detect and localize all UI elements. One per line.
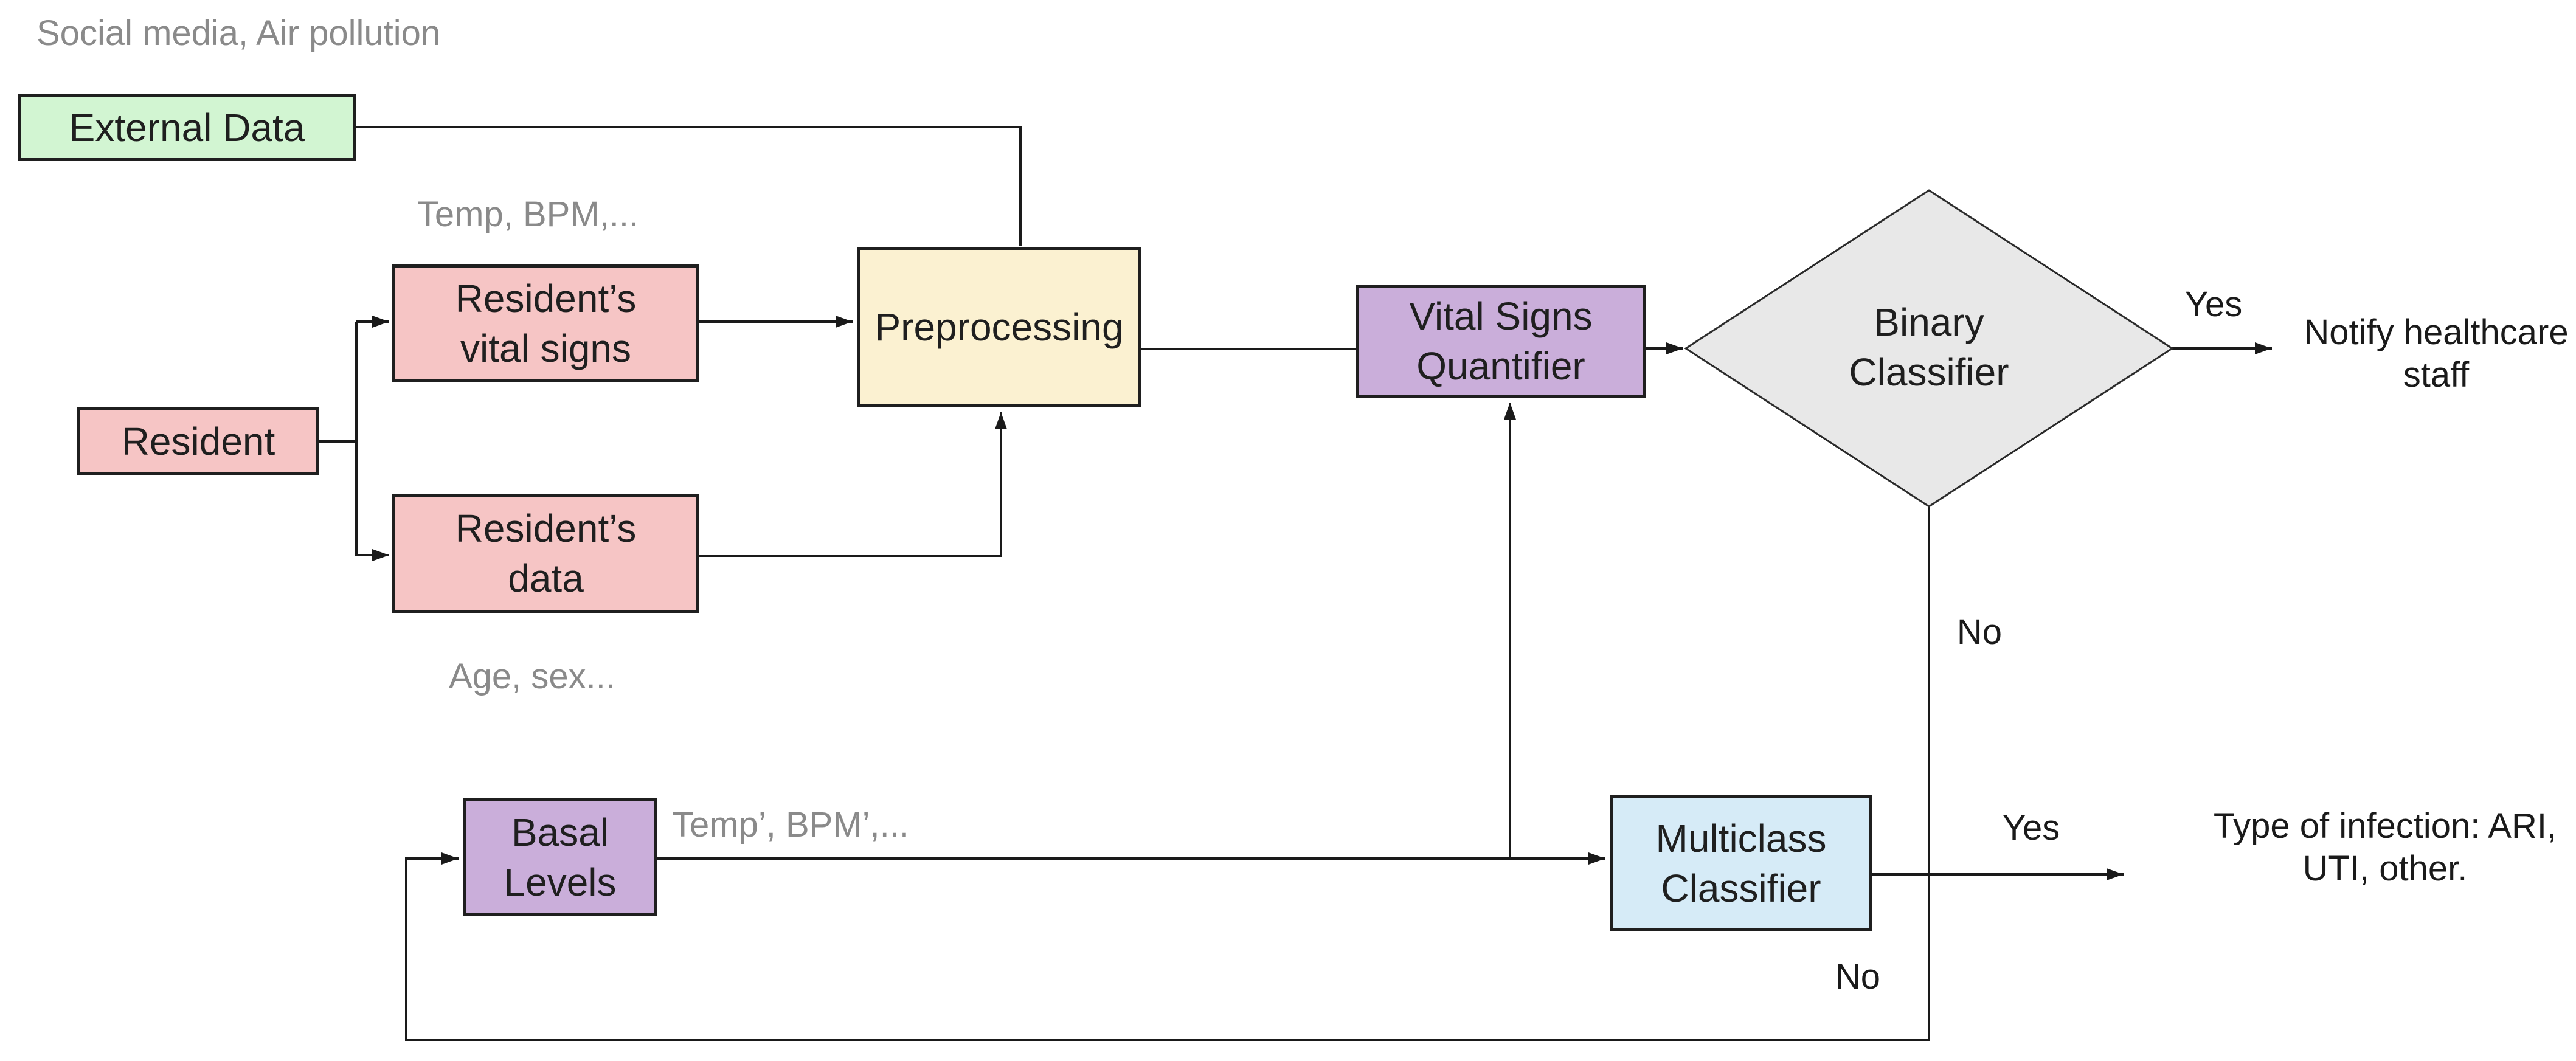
notify-outcome-label: Notify healthcare staff <box>2304 313 2569 395</box>
node-preprocessing: Preprocessing <box>857 247 1141 407</box>
basal-outputs-label: Temp’, BPM’,... <box>672 805 909 845</box>
external-inputs-label: Social media, Air pollution <box>36 13 441 53</box>
node-residents-data: Resident’s data <box>392 494 699 613</box>
binary-classifier-diamond <box>1684 189 2174 508</box>
binary-yes-label: Yes <box>2184 285 2243 324</box>
infection-outcome-label: Type of infection: ARI, UTI, other. <box>2213 806 2557 888</box>
node-residents-vital-signs: Resident’s vital signs <box>392 264 699 382</box>
node-basal-levels: Basal Levels <box>463 798 657 916</box>
multiclass-no-label: No <box>1835 957 1881 997</box>
binary-no-label: No <box>1956 612 2003 652</box>
node-multiclass-classifier: Multiclass Classifier <box>1610 795 1872 931</box>
node-external-data: External Data <box>18 94 356 161</box>
data-inputs-label: Age, sex... <box>448 657 616 696</box>
node-vital-signs-quantifier: Vital Signs Quantifier <box>1356 285 1646 398</box>
node-binary-classifier-label: Binary Classifier <box>1849 300 2009 394</box>
multiclass-yes-label: Yes <box>2002 808 2060 848</box>
node-resident: Resident <box>77 407 319 475</box>
vital-inputs-label: Temp, BPM,... <box>417 195 639 234</box>
